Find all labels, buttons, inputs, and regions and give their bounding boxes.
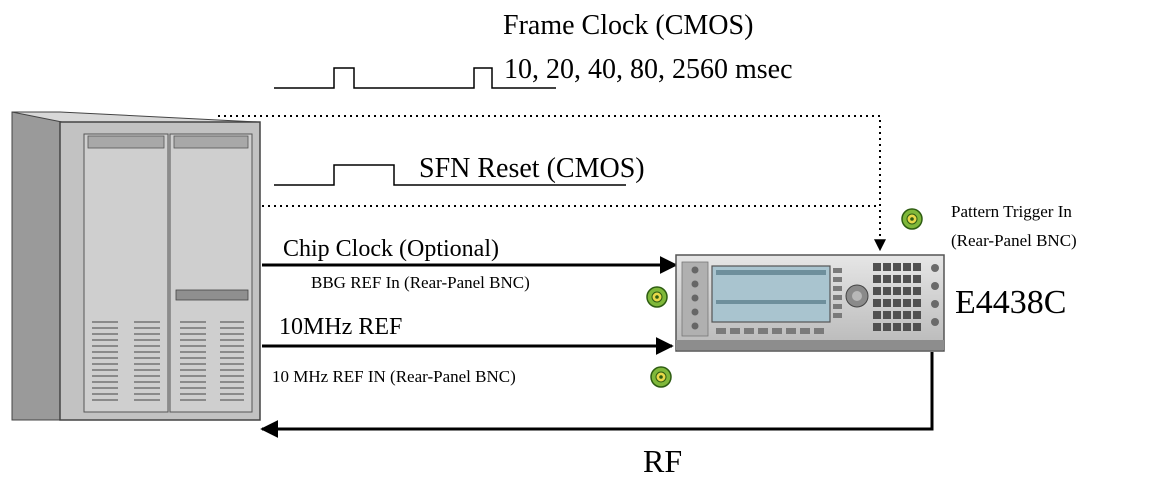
panel-key	[786, 328, 796, 334]
keypad-key	[913, 263, 921, 271]
keypad-key	[893, 311, 901, 319]
keypad-key	[873, 323, 881, 331]
frame-clock-periods: 10, 20, 40, 80, 2560 msec	[504, 54, 793, 85]
keypad-key	[913, 287, 921, 295]
panel-knob	[931, 318, 939, 326]
keypad-key	[903, 275, 911, 283]
keypad-key	[883, 299, 891, 307]
panel-key	[800, 328, 810, 334]
rf-label: RF	[643, 443, 682, 479]
panel-knob	[931, 282, 939, 290]
softkey	[833, 304, 842, 309]
keypad-key	[873, 287, 881, 295]
panel-knob	[691, 308, 699, 316]
sfn-reset-label: SFN Reset (CMOS)	[419, 153, 645, 184]
pattern-trigger-label-line2: (Rear-Panel BNC)	[951, 231, 1077, 250]
keypad-key	[883, 323, 891, 331]
keypad-key	[893, 299, 901, 307]
panel-key	[730, 328, 740, 334]
panel-key	[772, 328, 782, 334]
keypad-key	[903, 323, 911, 331]
softkey	[833, 295, 842, 300]
keypad-key	[883, 275, 891, 283]
keypad-key	[883, 263, 891, 271]
softkey	[833, 313, 842, 318]
panel-knob	[931, 264, 939, 272]
keypad-key	[883, 311, 891, 319]
keypad-key	[893, 275, 901, 283]
sfn-reset-waveform	[274, 164, 626, 186]
bnc-connector-icon	[901, 208, 923, 230]
keypad-key	[893, 263, 901, 271]
keypad-key	[903, 299, 911, 307]
keypad-key	[913, 275, 921, 283]
keypad-key	[893, 323, 901, 331]
panel-key	[758, 328, 768, 334]
softkey	[833, 277, 842, 282]
panel-key	[814, 328, 824, 334]
rf-line	[260, 352, 934, 438]
panel-knob	[931, 300, 939, 308]
keypad-key	[903, 287, 911, 295]
frame-clock-waveform	[274, 67, 556, 89]
panel-knob	[691, 294, 699, 302]
pattern-trigger-label-line1: Pattern Trigger In	[951, 202, 1072, 221]
panel-knob	[691, 322, 699, 330]
bnc-connector-icon	[650, 366, 672, 388]
instrument-model-label: E4438C	[955, 284, 1066, 321]
keypad-key	[873, 263, 881, 271]
keypad-key	[913, 323, 921, 331]
keypad-key	[903, 263, 911, 271]
keypad-key	[913, 311, 921, 319]
softkey	[833, 268, 842, 273]
keypad-key	[903, 311, 911, 319]
panel-knob	[691, 280, 699, 288]
server-cabinet-icon	[11, 111, 261, 421]
keypad-key	[873, 311, 881, 319]
softkey	[833, 286, 842, 291]
keypad-key	[893, 287, 901, 295]
ref-10mhz-label: 10MHz REF	[279, 314, 402, 340]
panel-knob	[691, 266, 699, 274]
frame-clock-title: Frame Clock (CMOS)	[503, 10, 753, 41]
keypad-key	[913, 299, 921, 307]
panel-key	[744, 328, 754, 334]
chip-clock-label: Chip Clock (Optional)	[283, 236, 499, 262]
frame-clock-line	[218, 115, 886, 252]
bbg-ref-in-label: BBG REF In (Rear-Panel BNC)	[311, 273, 530, 292]
keypad-key	[873, 299, 881, 307]
bnc-connector-icon	[646, 286, 668, 308]
keypad-key	[883, 287, 891, 295]
ref-10mhz-in-label: 10 MHz REF IN (Rear-Panel BNC)	[272, 367, 516, 386]
signal-generator-icon	[675, 254, 945, 352]
keypad-key	[873, 275, 881, 283]
panel-key	[716, 328, 726, 334]
